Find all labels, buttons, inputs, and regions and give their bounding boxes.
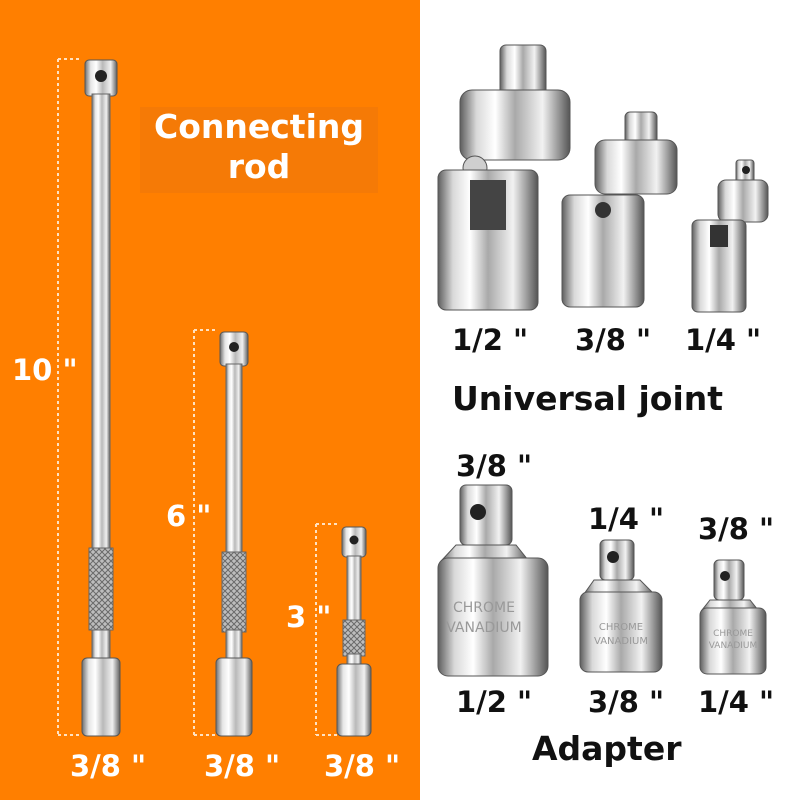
adapter-input-size-label: 3/8 " [698, 512, 775, 546]
dimension-lines [57, 58, 338, 736]
extension-bar-3in [336, 526, 372, 737]
length-label-10in: 10 " [12, 353, 78, 387]
drive-size-label-10in: 3/8 " [70, 749, 147, 783]
universal-joint-size-label: 1/4 " [685, 323, 762, 357]
drive-size-label-6in: 3/8 " [204, 749, 281, 783]
connecting-rod-title-line1: Connecting [153, 107, 365, 146]
adapter-engraving-line2: VANADIUM [709, 641, 758, 651]
universal-joint-3-8 [561, 111, 678, 308]
adapter-engraving-line2: VANADIUM [594, 636, 648, 647]
universal-joint-size-label: 3/8 " [575, 323, 652, 357]
universal-joint-title: Universal joint [452, 379, 724, 418]
adapter-title: Adapter [532, 729, 682, 768]
extension-bar-10in [81, 59, 121, 737]
adapter-3-8-to-1-4: CHROME VANADIUM [699, 559, 767, 675]
adapter-output-size-label: 3/8 " [588, 685, 665, 719]
drive-size-label-3in: 3/8 " [324, 749, 401, 783]
universal-joint-size-label: 1/2 " [452, 323, 529, 357]
length-label-3in: 3 " [286, 600, 332, 634]
connecting-rod-panel: Connecting rod 10 " 6 " 3 " 3/8 " 3/8 " … [0, 0, 420, 800]
length-label-6in: 6 " [166, 499, 212, 533]
connecting-rod-title-line2: rod [227, 147, 291, 186]
universal-joint-1-2 [437, 44, 571, 311]
adapter-input-size-label: 1/4 " [588, 502, 665, 536]
adapter-engraving-line2: VANADIUM [446, 620, 522, 636]
adapter-3-8-to-1-2: CHROME VANADIUM [437, 484, 549, 677]
adapter-engraving-line1: CHROME [453, 600, 515, 616]
joints-adapters-panel: CHROME VANADIUM CHROME VANADIUM CHROME V… [420, 0, 800, 800]
universal-joint-1-4 [691, 159, 769, 313]
adapter-engraving-line1: CHROME [599, 622, 643, 633]
adapter-output-size-label: 1/2 " [456, 685, 533, 719]
extension-bar-6in [215, 331, 253, 737]
adapter-1-4-to-3-8: CHROME VANADIUM [579, 539, 663, 673]
adapter-engraving-line1: CHROME [713, 629, 753, 639]
connecting-rod-title: Connecting rod [140, 107, 378, 193]
adapter-input-size-label: 3/8 " [456, 449, 533, 483]
adapter-output-size-label: 1/4 " [698, 685, 775, 719]
joints-adapters-illustration: CHROME VANADIUM CHROME VANADIUM CHROME V… [437, 44, 769, 677]
